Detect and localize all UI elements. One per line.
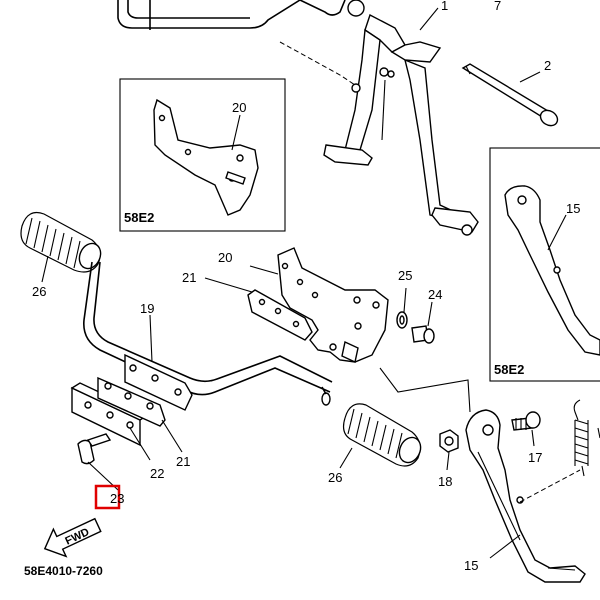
inset-box-left	[119, 78, 286, 232]
stand-bracket-inset[interactable]	[153, 98, 259, 216]
side-stand-inset[interactable]	[504, 185, 600, 356]
label-26-right: 26	[328, 470, 342, 485]
leader-15	[489, 534, 521, 559]
leader-15-inset	[547, 214, 567, 251]
leader-21-top	[204, 277, 253, 293]
leader-21-bottom	[161, 419, 183, 453]
label-20-inset: 20	[232, 100, 246, 115]
leader-1	[419, 7, 439, 31]
label-21-top: 21	[182, 270, 196, 285]
leader-19	[149, 314, 153, 363]
label-7: 7	[494, 0, 501, 13]
footrest-grip-left[interactable]	[20, 211, 105, 273]
label-18: 18	[438, 474, 452, 489]
bracket-plate-bar[interactable]	[124, 353, 193, 411]
fwd-label: FWD	[63, 526, 91, 547]
leader-26-left	[41, 255, 49, 283]
label-26-left: 26	[32, 284, 46, 299]
leader-18	[446, 451, 450, 471]
footrest-bracket[interactable]	[277, 247, 389, 364]
bolt-17[interactable]	[511, 411, 541, 431]
leader-2	[519, 71, 541, 83]
diagram-code: 58E4010-7260	[24, 564, 103, 578]
spring-attach-dash	[519, 469, 581, 503]
main-stand-pin	[351, 83, 361, 93]
bolt-23[interactable]	[77, 433, 112, 465]
bolt-24[interactable]	[411, 325, 435, 344]
inset-box-right	[489, 147, 600, 382]
washer-25[interactable]	[396, 311, 408, 329]
highlight-box-23	[94, 484, 121, 510]
leader-20	[249, 265, 279, 275]
label-24: 24	[428, 287, 442, 302]
label-17: 17	[528, 450, 542, 465]
label-23: 23	[110, 491, 124, 506]
bracket-plate-lower[interactable]	[97, 376, 166, 427]
inset-code-left: 58E2	[124, 210, 154, 225]
nut-18[interactable]	[439, 429, 459, 453]
leader-25	[403, 287, 407, 313]
label-1: 1	[441, 0, 448, 13]
leader-22	[129, 427, 151, 461]
side-stand[interactable]	[465, 409, 586, 583]
side-stand-spring[interactable]	[573, 399, 600, 477]
frame-bar-top	[117, 0, 365, 30]
leader-24	[427, 301, 433, 327]
label-19: 19	[140, 301, 154, 316]
leader-26-right	[339, 447, 353, 469]
fwd-arrow-icon: FWD	[43, 517, 102, 558]
label-15: 15	[464, 558, 478, 573]
label-15-inset: 15	[566, 201, 580, 216]
bracket-plate-top[interactable]	[247, 289, 313, 341]
leader-20-inset	[231, 114, 241, 151]
leader-main-stand-dash	[279, 41, 356, 86]
label-20: 20	[218, 250, 232, 265]
footrest-grip-right[interactable]	[342, 403, 425, 467]
label-22: 22	[150, 466, 164, 481]
label-21-bottom: 21	[176, 454, 190, 469]
stand-shaft[interactable]	[461, 63, 560, 129]
main-stand[interactable]	[323, 14, 479, 236]
inset-code-right: 58E2	[494, 362, 524, 377]
leader-bracket-to-side-stand	[379, 367, 471, 413]
leader-17	[531, 429, 535, 447]
label-2: 2	[544, 58, 551, 73]
label-25: 25	[398, 268, 412, 283]
